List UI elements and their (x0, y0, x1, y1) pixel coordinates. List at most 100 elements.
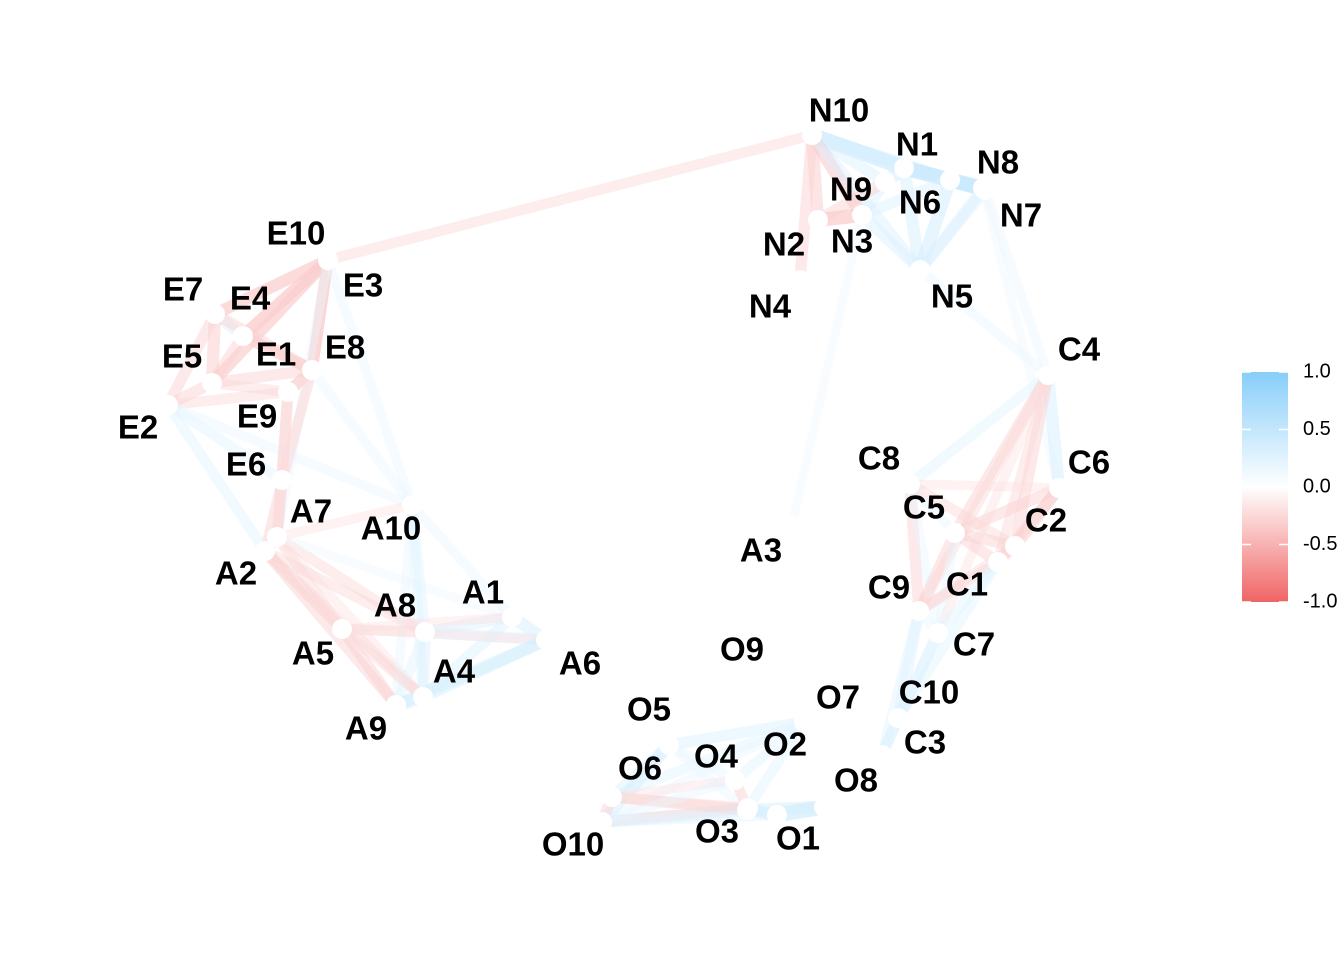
node-C10 (888, 708, 908, 728)
edge-C5-C9 (913, 530, 961, 614)
node-label-O4: O4 (694, 738, 739, 775)
edge-A8-A9 (391, 630, 430, 707)
edge-C7-C10 (892, 630, 944, 721)
edge-C6-C8 (909, 479, 1060, 493)
node-E8 (302, 360, 322, 380)
node-label-E7: E7 (163, 271, 203, 308)
edge-N6-N3 (859, 174, 953, 221)
node-label-O2: O2 (763, 726, 807, 763)
node-label-O9: O9 (720, 631, 764, 668)
node-label-A9: A9 (345, 710, 387, 747)
edge-E3-E7 (212, 254, 331, 320)
edge-C8-C9 (904, 483, 925, 612)
node-label-C10: C10 (899, 674, 960, 711)
node-E9 (278, 382, 298, 402)
node-E5 (202, 373, 222, 393)
edge-A10-A9 (391, 504, 417, 706)
edge-O5-O4 (666, 740, 738, 785)
edge-E3-A10 (323, 258, 417, 507)
edge-O7-O5 (668, 716, 805, 751)
edge-C9-C10 (892, 609, 925, 720)
node-label-N1: N1 (896, 126, 938, 163)
edge-C5-C2 (953, 527, 1017, 552)
node-A1 (502, 607, 522, 627)
edge-C4-C2 (1009, 373, 1054, 548)
edge-A1-A8 (424, 611, 513, 638)
edge-N8-C6 (978, 186, 1064, 490)
edge-O7-O4 (731, 717, 808, 785)
node-label-C6: C6 (1068, 444, 1110, 481)
edge-O10-O2 (601, 802, 749, 828)
edge-A10-A1 (408, 501, 516, 621)
edge-A8-A4 (417, 631, 431, 698)
edge-E2-A10 (166, 400, 414, 510)
node-label-E9: E9 (237, 398, 277, 435)
node-label-O5: O5 (627, 691, 671, 728)
node-E4 (233, 326, 253, 346)
edge-E3-E4 (238, 255, 333, 341)
edge-E1-A2 (260, 368, 317, 553)
edge-O7-O6 (610, 717, 806, 802)
edge-E7-E2 (162, 311, 221, 408)
node-label-C8: C8 (858, 440, 900, 477)
node-C1 (988, 552, 1008, 572)
edge-N10-E10 (326, 129, 814, 266)
edge-E2-E6 (165, 400, 285, 485)
edge-C8-C5 (906, 480, 959, 537)
node-O9 (732, 640, 752, 660)
node-label-N2: N2 (763, 226, 805, 263)
node-label-E2: E2 (118, 409, 158, 446)
node-label-O10: O10 (542, 826, 604, 863)
edge-C8-C7 (905, 483, 943, 634)
edge-N5-C4 (916, 266, 1052, 379)
node-C2 (1005, 536, 1025, 556)
edge-E2-A2 (163, 402, 270, 554)
node-label-N7: N7 (1000, 197, 1042, 234)
node-A2 (255, 541, 275, 561)
node-label-O3: O3 (695, 813, 739, 850)
node-O10 (592, 812, 612, 832)
node-label-A6: A6 (559, 645, 601, 682)
node-A8 (415, 622, 435, 642)
node-label-A3: A3 (740, 532, 782, 569)
node-O5 (659, 735, 679, 755)
node-label-E6: E6 (226, 446, 266, 483)
edge-A10-A8 (406, 504, 431, 633)
node-E6 (272, 470, 292, 490)
edge-O5-O6 (608, 740, 673, 802)
node-C8 (900, 474, 920, 494)
edge-E3-E8 (306, 259, 334, 371)
edge-N6-N5 (913, 177, 957, 273)
node-label-N3: N3 (831, 223, 873, 260)
edge-A7-A8 (274, 532, 428, 637)
node-A6 (536, 630, 556, 650)
node-A4 (413, 687, 433, 707)
edge-O7-O2 (743, 719, 809, 811)
node-O6 (602, 787, 622, 807)
node-label-E3: E3 (343, 267, 383, 304)
legend-tick-label: 1.0 (1303, 360, 1331, 382)
node-label-O8: O8 (834, 762, 878, 799)
node-label-N8: N8 (977, 144, 1019, 181)
edge-A5-A4 (338, 624, 427, 702)
node-label-A4: A4 (433, 653, 476, 690)
edge-N3-A3 (787, 214, 867, 526)
edge-N10-N3 (806, 131, 868, 219)
node-label-N10: N10 (809, 92, 870, 129)
node-O7 (794, 712, 814, 732)
edge-E3-E1 (306, 259, 334, 371)
edge-E8-A10 (308, 367, 416, 508)
node-label-C2: C2 (1025, 502, 1067, 539)
edge-E9-A7 (271, 391, 294, 538)
edge-C6-C2 (1010, 484, 1064, 550)
node-N10 (802, 125, 822, 145)
edge-C8-C2 (907, 479, 1018, 551)
node-E3 (318, 250, 338, 270)
edge-C4-C5 (950, 372, 1053, 536)
edge-E10-E4 (238, 255, 333, 341)
node-N9 (875, 172, 895, 192)
edge-A7-A1 (275, 532, 514, 622)
node-N3 (852, 205, 872, 225)
legend-tick-label: 0.0 (1303, 475, 1331, 497)
